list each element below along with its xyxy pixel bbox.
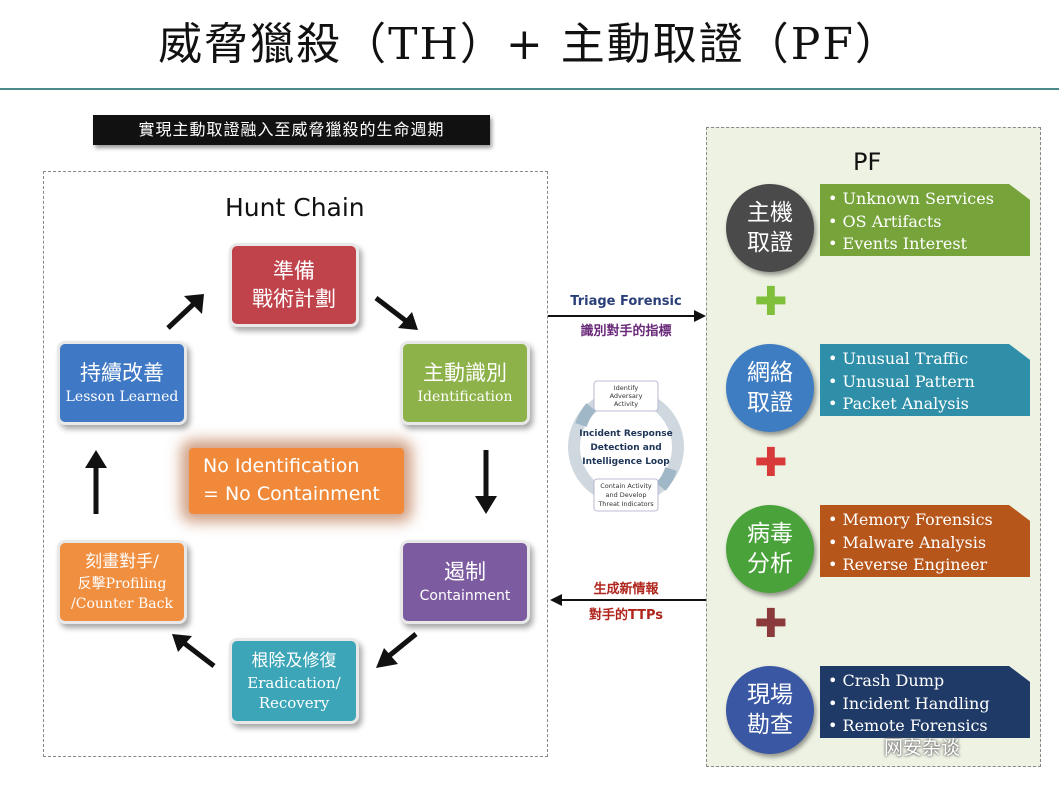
network-forensics-line-1: 網絡 xyxy=(747,360,793,386)
loop-bottom-text-1: Contain Activity xyxy=(600,482,652,490)
triage-indicator-label: 識別對手的指標 xyxy=(580,324,672,339)
host-forensics-list: • Unknown Services • OS Artifacts • Even… xyxy=(820,184,1030,256)
loop-center-text-3: Intelligence Loop xyxy=(582,457,670,467)
malware-analysis-line-1: 病毒 xyxy=(747,521,793,547)
loop-bottom-text-2: and Develop xyxy=(605,491,646,499)
field-investigation-list: • Crash Dump • Incident Handling • Remot… xyxy=(820,666,1030,738)
watermark: 网安杂谈 xyxy=(884,737,961,759)
loop-bottom-text-3: Threat Indicators xyxy=(597,500,654,508)
stage-eradication-en-2: Recovery xyxy=(258,694,330,712)
host-forensics-line-1: 主機 xyxy=(747,200,793,226)
host-forensics-circle: 主機 取證 xyxy=(726,184,814,272)
stage-preparation-label-2: 戰術計劃 xyxy=(252,287,336,311)
list-item: • Memory Forensics xyxy=(828,510,993,529)
hunt-chain-panel xyxy=(43,171,548,757)
stage-profiling-en-2: /Counter Back xyxy=(71,596,173,612)
stage-lessons-label: 持續改善 xyxy=(80,361,164,385)
loop-top-text-3: Activity xyxy=(614,400,638,408)
list-item: • Remote Forensics xyxy=(828,716,988,735)
loop-top-text-1: Identify xyxy=(614,384,639,392)
list-item: • Reverse Engineer xyxy=(828,555,988,574)
list-item: • Incident Handling xyxy=(828,693,990,713)
list-item: • Unknown Services xyxy=(828,189,994,208)
arrow-eradication-to-profiling-icon xyxy=(172,634,216,668)
pf-title: PF xyxy=(853,148,882,176)
list-item: • Packet Analysis xyxy=(828,394,969,413)
stage-identification: 主動識別 Identification xyxy=(400,341,530,425)
arrow-prep-to-identification-icon xyxy=(374,296,418,330)
center-warning-box: No Identification = No Containment xyxy=(189,448,404,514)
page-title: 威脅獵殺（TH）+ 主動取證（PF） xyxy=(158,19,901,70)
stage-containment-label: 遏制 xyxy=(444,560,486,584)
stage-eradication: 根除及修復 Eradication/ Recovery xyxy=(229,638,359,724)
network-forensics-circle: 網絡 取證 xyxy=(726,344,814,432)
arrow-triage-right-icon xyxy=(548,310,706,322)
field-investigation-line-2: 勘查 xyxy=(747,712,793,738)
network-forensics-list: • Unusual Traffic • Unusual Pattern • Pa… xyxy=(820,344,1030,416)
list-item: • Unusual Pattern xyxy=(828,371,975,391)
stage-preparation-label: 準備 xyxy=(273,259,315,283)
arrow-profiling-to-lessons-icon xyxy=(85,450,107,514)
stage-lessons-en: Lesson Learned xyxy=(65,389,179,405)
plus-icon: ✚ xyxy=(754,279,788,325)
stage-eradication-en: Eradication/ xyxy=(247,674,341,692)
stage-containment: 遏制 Containment xyxy=(400,540,530,624)
loop-top-text-2: Adversary xyxy=(610,392,643,400)
stage-containment-en: Containment xyxy=(419,588,511,604)
field-investigation-circle: 現場 勘查 xyxy=(726,666,814,754)
arrow-identification-to-containment-icon xyxy=(475,450,497,514)
arrow-lessons-to-prep-icon xyxy=(166,294,204,330)
host-forensics-line-2: 取證 xyxy=(747,230,793,256)
stage-eradication-label: 根除及修復 xyxy=(251,651,337,671)
malware-analysis-line-2: 分析 xyxy=(747,551,793,577)
subtitle-banner: 實現主動取證融入至威脅獵殺的生命週期 xyxy=(93,115,490,145)
stage-profiling: 刻畫對手/ 反擊Profiling /Counter Back xyxy=(57,540,187,624)
network-forensics-line-2: 取證 xyxy=(747,390,793,416)
center-warning-line-1: No Identification xyxy=(203,455,360,477)
plus-icon: ✚ xyxy=(754,601,788,647)
list-item: • Unusual Traffic xyxy=(828,349,969,368)
list-item: • OS Artifacts xyxy=(828,211,942,231)
malware-analysis-circle: 病毒 分析 xyxy=(726,505,814,593)
stage-identification-label: 主動識別 xyxy=(423,361,507,385)
ir-loop-diagram: Identify Adversary Activity Incident Res… xyxy=(568,380,684,512)
malware-analysis-list: • Memory Forensics • Malware Analysis • … xyxy=(820,505,1030,577)
list-item: • Malware Analysis xyxy=(828,532,987,552)
plus-icon: ✚ xyxy=(754,440,788,486)
stage-identification-en: Identification xyxy=(417,389,513,405)
new-intel-label: 生成新情報 xyxy=(593,582,659,597)
hunt-chain-title: Hunt Chain xyxy=(225,193,365,222)
stage-profiling-en: 反擊Profiling xyxy=(77,576,167,592)
stage-lessons-learned: 持續改善 Lesson Learned xyxy=(57,341,187,425)
stage-profiling-label: 刻畫對手/ xyxy=(85,552,159,572)
list-item: • Crash Dump xyxy=(828,671,945,690)
adversary-ttps-label: 對手的TTPs xyxy=(588,608,664,623)
field-investigation-line-1: 現場 xyxy=(747,682,793,708)
loop-center-text-2: Detection and xyxy=(590,443,661,453)
center-warning-line-2: = No Containment xyxy=(203,483,380,505)
title-divider xyxy=(0,88,1059,90)
stage-preparation: 準備 戰術計劃 xyxy=(229,243,359,327)
loop-center-text-1: Incident Response xyxy=(579,429,672,439)
list-item: • Events Interest xyxy=(828,234,968,253)
triage-forensic-label: Triage Forensic xyxy=(570,294,682,309)
arrow-intel-left-icon xyxy=(550,594,708,606)
arrow-containment-to-eradication-icon xyxy=(376,632,418,668)
